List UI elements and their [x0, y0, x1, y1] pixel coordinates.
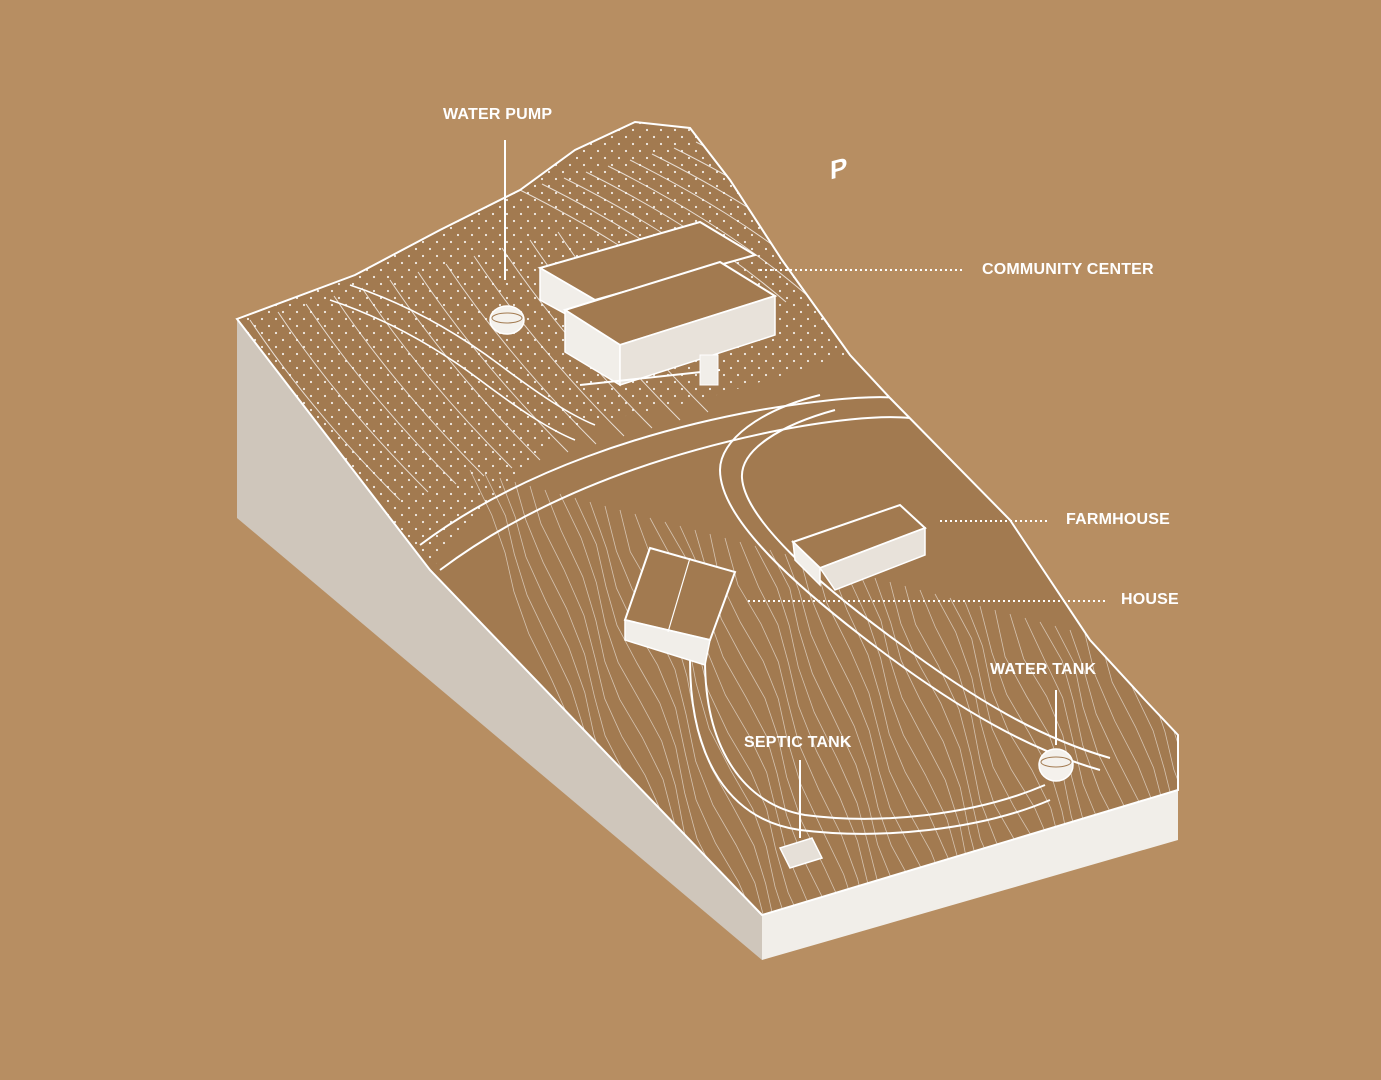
house-label: HOUSE: [1121, 591, 1179, 608]
water-pump-object: [489, 305, 525, 335]
farmhouse-label: FARMHOUSE: [1066, 511, 1171, 528]
main-road: [419, 396, 901, 546]
farmhouse-building: [791, 503, 927, 591]
septic-tank-label: SEPTIC TANK: [744, 734, 852, 751]
svg-text:P: P: [830, 151, 847, 185]
parking-marker: P: [830, 151, 847, 185]
community-center-building: [537, 220, 778, 387]
driveway: [718, 394, 1101, 771]
field-path: [329, 299, 576, 441]
septic-tank-object: [778, 837, 824, 869]
house-building: [623, 546, 737, 666]
community-center-label: COMMUNITY CENTER: [982, 261, 1154, 278]
water-tank-object: [1038, 748, 1074, 782]
terrain-left-side: [237, 319, 762, 960]
terrain-front-side: [762, 790, 1178, 960]
water-pump-label: WATER PUMP: [443, 106, 553, 123]
water-tank-label: WATER TANK: [990, 661, 1097, 678]
